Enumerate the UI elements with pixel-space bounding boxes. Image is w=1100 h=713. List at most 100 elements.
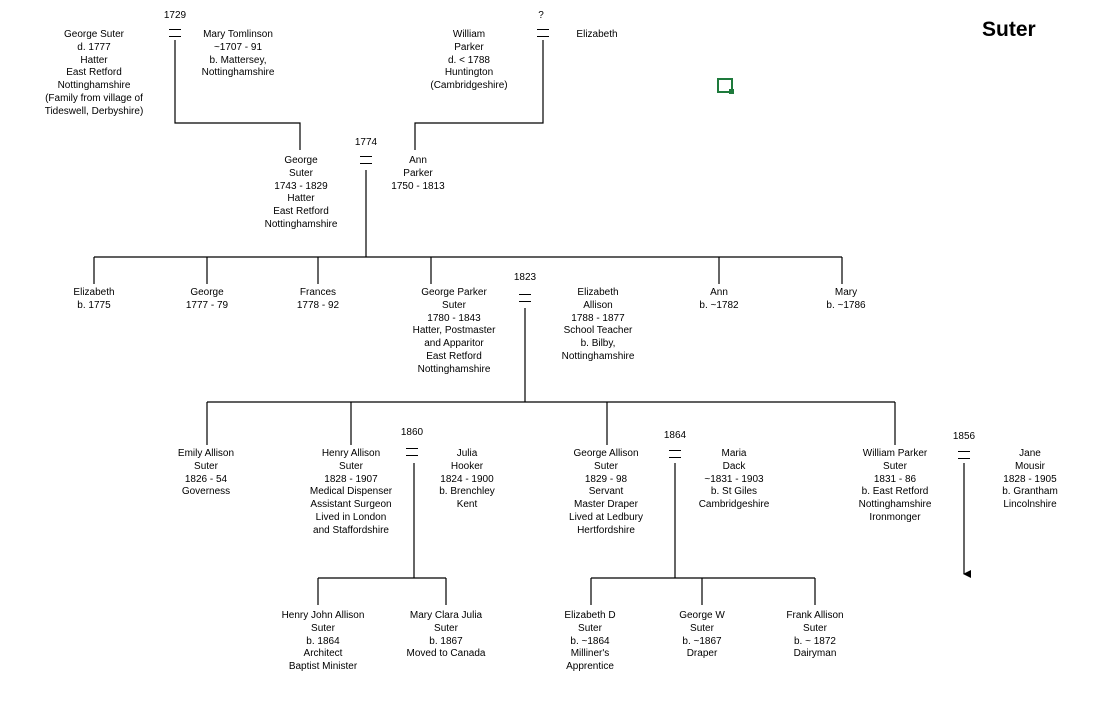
person-detail-line: East Retford [66, 67, 122, 79]
person-detail-line: Architect [303, 648, 343, 660]
person-detail-line: Ironmonger [869, 511, 921, 523]
marriage-equals-icon [958, 451, 970, 459]
person-detail-line: b. Brenchley [439, 486, 495, 498]
person-detail-line: Mary [834, 287, 858, 298]
marriage-equals-icon [169, 29, 181, 37]
person-detail-line: William [452, 29, 486, 40]
person-detail-line: George Allison [573, 448, 639, 459]
person-detail-line: Suter [339, 460, 363, 472]
marriage-equals-icon [519, 294, 531, 302]
person-detail-line: Suter [442, 299, 466, 311]
person-detail-line: East Retford [426, 350, 482, 362]
person-detail-line: Suter [434, 622, 458, 634]
person-detail-line: George W [679, 610, 725, 621]
person-detail-line: ~1707 - 91 [213, 41, 263, 53]
marriage-year: 1864 [663, 430, 687, 441]
person-detail-line: b. 1864 [306, 635, 340, 647]
person-detail-line: Nottinghamshire [57, 80, 131, 92]
person-detail-line: Moved to Canada [406, 648, 486, 660]
person-detail-line: and Apparitor [424, 338, 484, 350]
person-detail-line: William Parker [862, 448, 928, 459]
person-detail-line: b. ~1782 [699, 299, 739, 311]
marriage-year: 1860 [400, 427, 424, 438]
person-detail-line: Milliner's [570, 648, 610, 660]
person-detail-line: Cambridgeshire [698, 499, 770, 511]
person-detail-line: b. ~1786 [826, 299, 866, 311]
person-detail-line: b. ~1864 [570, 635, 610, 647]
person-detail-line: Ann [710, 287, 728, 298]
person-detail-line: Suter [578, 622, 602, 634]
marriage-equals-icon [360, 156, 372, 164]
person-detail-line: 1831 - 86 [873, 473, 917, 485]
person-detail-line: (Cambridgeshire) [430, 80, 508, 92]
person-detail-line: 1828 - 1905 [1003, 473, 1057, 485]
person-detail-line: b. 1775 [77, 299, 111, 311]
person-detail-line: Hatter [287, 193, 315, 205]
person-detail-line: b. East Retford [861, 486, 929, 498]
person-detail-line: (Family from village of [45, 92, 143, 104]
person-detail-line: George Parker [421, 287, 487, 298]
person-detail-line: Master Draper [574, 499, 638, 511]
person-detail-line: Lived in London [315, 511, 387, 523]
person-detail-line: Henry Allison [321, 448, 381, 459]
green-square-marker-icon [717, 78, 734, 94]
person-detail-line: Parker [454, 41, 484, 53]
person-detail-line: Nottinghamshire [561, 350, 635, 362]
person-detail-line: b. Bilby, [580, 338, 616, 350]
person-detail-line: School Teacher [563, 325, 633, 337]
line-suter-tomlinson [174, 40, 301, 150]
person-detail-line: Lived at Ledbury [569, 511, 643, 523]
person-detail-line: 1743 - 1829 [274, 180, 328, 192]
person-detail-line: Elizabeth [576, 29, 618, 40]
person-detail-line: Allison [583, 299, 613, 311]
person-detail-line: Mary Tomlinson [203, 29, 273, 40]
person-detail-line: Nottinghamshire [858, 499, 932, 511]
person-detail-line: Nottinghamshire [264, 218, 338, 230]
person-detail-line: 1780 - 1843 [427, 312, 481, 324]
person-detail-line: George Suter [63, 29, 125, 40]
person-detail-line: Medical Dispenser [309, 486, 393, 498]
person-detail-line: Huntington [444, 67, 494, 79]
person-detail-line: Hatter, Postmaster [412, 325, 496, 337]
person-detail-line: 1750 - 1813 [391, 180, 445, 192]
person-detail-line: Ann [409, 155, 427, 166]
person-detail-line: Maria [721, 448, 747, 459]
person-detail-line: 1829 - 98 [584, 473, 628, 485]
person-detail-line: George [190, 287, 224, 298]
person-detail-line: b. St Giles [710, 486, 758, 498]
person-detail-line: ~1831 - 1903 [704, 473, 764, 485]
person-detail-line: Governess [181, 486, 231, 498]
person-detail-line: Frances [299, 287, 337, 298]
marriage-year: 1729 [163, 10, 187, 21]
person-detail-line: b. Mattersey, [209, 54, 267, 66]
marriage-equals-icon [669, 450, 681, 458]
person-detail-line: East Retford [273, 206, 329, 218]
person-detail-line: Parker [403, 167, 433, 179]
person-detail-line: Suter [311, 622, 335, 634]
person-detail-line: d. < 1788 [448, 54, 490, 66]
person-detail-line: Elizabeth D [564, 610, 616, 621]
person-detail-line: Nottinghamshire [201, 67, 275, 79]
marriage-equals-icon [537, 29, 549, 37]
person-detail-line: Suter [194, 460, 218, 472]
